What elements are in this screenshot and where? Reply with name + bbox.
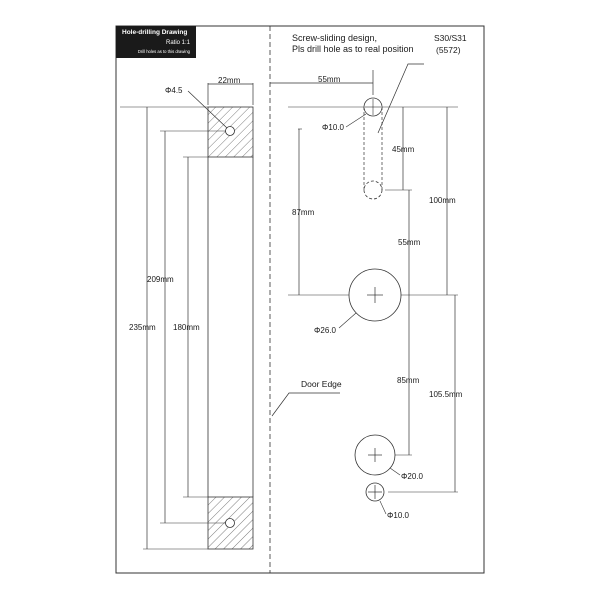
left-vertical-dims	[146, 107, 189, 549]
middle-hole-leader	[389, 467, 401, 476]
hole-dia-leader	[187, 90, 228, 129]
middle-hole-label: Φ20.0	[401, 472, 424, 481]
title-block-title: Hole-drilling Drawing	[122, 29, 188, 36]
backset-dimension	[270, 70, 374, 95]
width-dimension	[207, 83, 254, 105]
model-code: S30/S31	[434, 33, 467, 43]
slot-dia-leader	[345, 113, 367, 128]
handle-bottom-hole	[225, 518, 235, 528]
title-block-note: Drill holes as to this drawing	[137, 49, 190, 54]
title-block-ratio: Ratio 1:1	[165, 40, 190, 46]
dim-105-label: 105.5mm	[429, 390, 463, 399]
slot-length-label: 45mm	[392, 145, 415, 154]
main-hole-label: Φ26.0	[314, 326, 337, 335]
screw-note-line1: Screw-sliding design,	[292, 33, 377, 43]
main-hole	[348, 268, 402, 322]
model-number: (5572)	[436, 45, 461, 55]
dim-85-label: 85mm	[397, 376, 420, 385]
width-label: 22mm	[218, 76, 241, 85]
dim-87-label: 87mm	[292, 208, 315, 217]
dim-235-label: 235mm	[129, 323, 156, 332]
screw-note-line2: Pls drill hole as to real position	[292, 44, 414, 54]
screw-note-leader	[377, 63, 424, 134]
door-edge-label: Door Edge	[301, 379, 342, 389]
slot-dia-label: Φ10.0	[322, 123, 345, 132]
hole-dia-label: Φ4.5	[165, 86, 183, 95]
backset-label: 55mm	[318, 75, 341, 84]
small-hole	[365, 482, 385, 502]
dim-55v-label: 55mm	[398, 238, 421, 247]
door-edge-leader	[271, 392, 340, 417]
dim-180-label: 180mm	[173, 323, 200, 332]
small-hole-leader	[379, 500, 387, 515]
left-extension-lines	[120, 106, 226, 550]
dim-100-label: 100mm	[429, 196, 456, 205]
dim-209-label: 209mm	[147, 275, 174, 284]
screw-slot	[363, 97, 383, 200]
handle-bar	[207, 106, 254, 550]
slot-bottom-circle	[363, 180, 383, 200]
sheet-border	[115, 25, 485, 574]
middle-hole	[354, 434, 412, 476]
small-hole-label: Φ10.0	[387, 511, 410, 520]
main-hole-leader	[338, 312, 357, 329]
title-block: Hole-drilling Drawing Ratio 1:1 Drill ho…	[116, 26, 196, 58]
